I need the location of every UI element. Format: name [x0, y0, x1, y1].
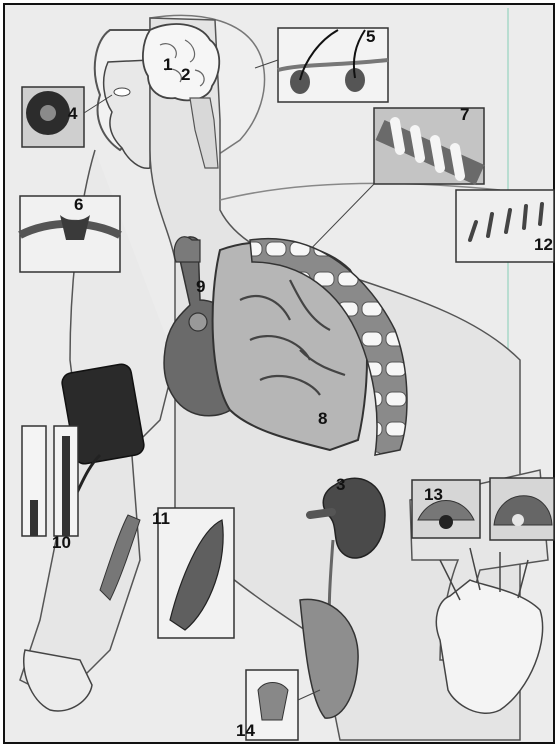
heart-valve [189, 313, 207, 331]
follicle-1 [290, 70, 310, 94]
joint-right-center [512, 514, 524, 526]
label-4: 4 [68, 104, 78, 123]
label-8: 8 [318, 409, 327, 428]
label-2: 2 [181, 65, 190, 84]
eye-inset-pupil [40, 105, 56, 121]
joint-left-center [439, 515, 453, 529]
label-12: 12 [534, 235, 553, 254]
label-7: 7 [460, 105, 469, 124]
label-14: 14 [236, 721, 255, 740]
eye [114, 88, 130, 96]
brain [143, 24, 219, 100]
label-10: 10 [52, 533, 71, 552]
label-9: 9 [196, 277, 205, 296]
pelvis-inset-shape [258, 683, 288, 721]
label-13: 13 [424, 485, 443, 504]
label-11: 11 [152, 509, 170, 528]
label-6: 6 [74, 195, 83, 214]
renal-vessel [310, 512, 332, 515]
label-1: 1 [163, 55, 172, 74]
gauge-left-fill [30, 500, 38, 536]
label-3: 3 [336, 475, 345, 494]
gauge-right-fill [62, 436, 70, 536]
aorta [174, 237, 200, 262]
label-5: 5 [366, 27, 375, 46]
